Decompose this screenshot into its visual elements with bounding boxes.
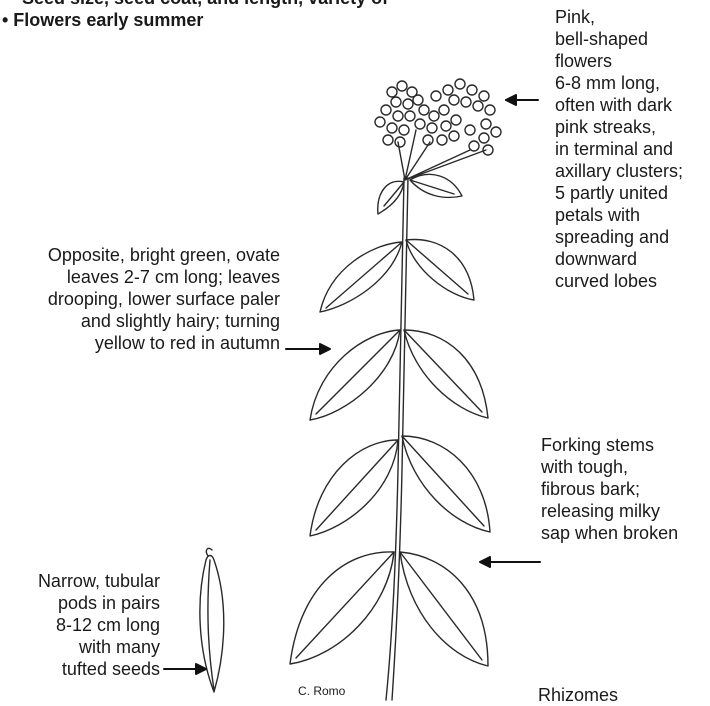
arrow-flowers <box>506 95 538 105</box>
flower-cluster-left <box>375 81 423 147</box>
rhizomes-label: Rhizomes <box>538 684 658 706</box>
arrow-pods <box>164 664 206 674</box>
flowers-label: Pink, bell-shaped flowers 6-8 mm long, o… <box>555 6 705 292</box>
main-stem <box>386 178 404 700</box>
stems-label: Forking stems with tough, fibrous bark; … <box>541 434 709 544</box>
illustrator-credit: C. Romo <box>298 684 345 698</box>
pods-label: Narrow, tubular pods in pairs 8-12 cm lo… <box>0 570 160 680</box>
arrow-stems <box>480 557 540 567</box>
leaves-label: Opposite, bright green, ovate leaves 2-7… <box>2 244 280 354</box>
flower-cluster-center <box>415 105 461 145</box>
arrow-leaves <box>286 344 330 354</box>
